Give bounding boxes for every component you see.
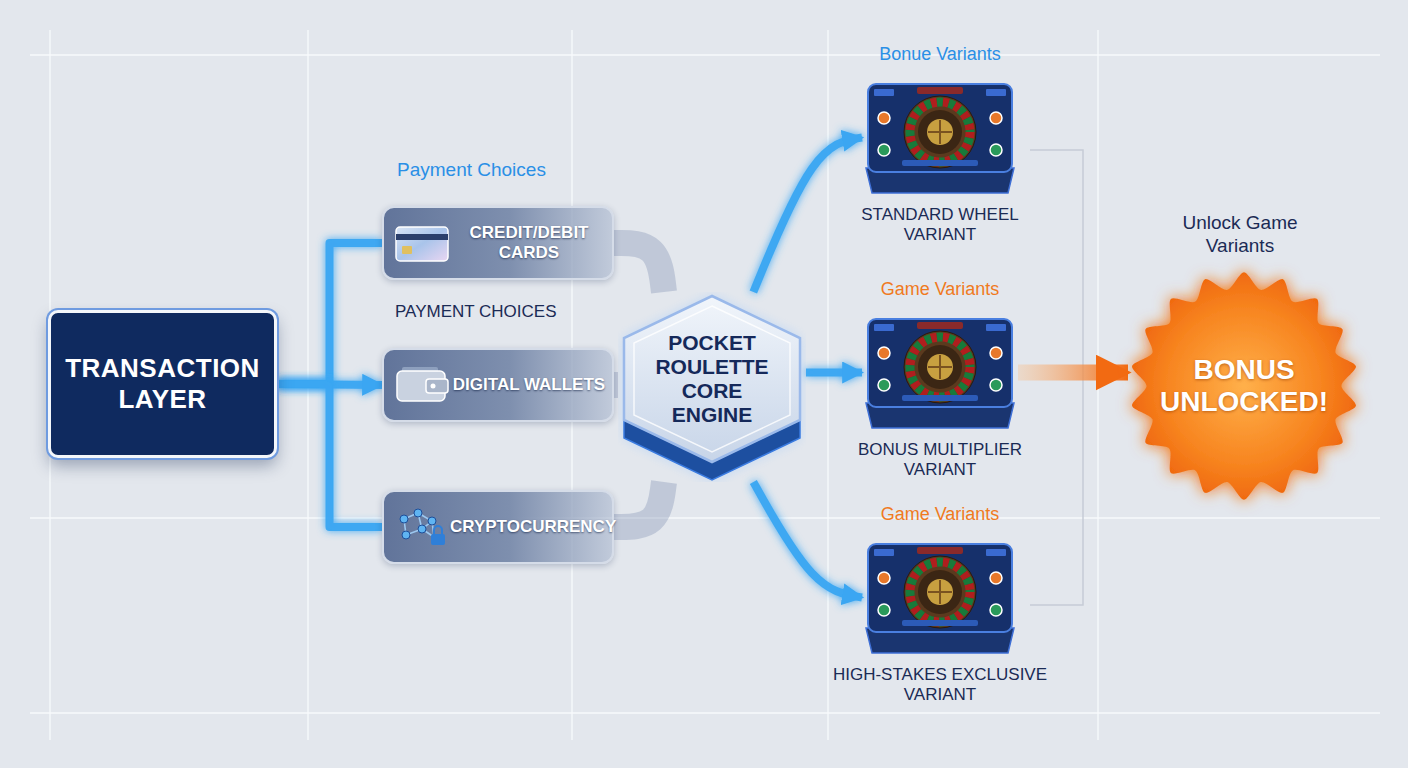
card-illustration	[862, 540, 1018, 655]
payment-icon	[396, 227, 448, 261]
starburst-outline	[1132, 272, 1356, 499]
node-label: CRYPTOCURRENCY	[450, 517, 608, 537]
payment-icon	[394, 223, 450, 263]
flow-arrow	[277, 384, 382, 527]
payment-box: CRYPTOCURRENCY	[382, 490, 614, 564]
card-illustration	[862, 80, 1018, 195]
flow-arrow	[753, 482, 862, 598]
flow-arrow	[277, 243, 382, 384]
flow-arrow	[753, 138, 862, 293]
bonus-starburst: BONUS UNLOCKED!	[1128, 270, 1360, 502]
flow-band	[614, 372, 618, 398]
card-illustration	[866, 84, 1014, 193]
card-illustration	[862, 315, 1018, 430]
engine-hexagon: POCKET ROULETTE CORE ENGINE	[618, 292, 806, 482]
card-illustration	[866, 319, 1014, 428]
payment-icon	[394, 365, 450, 405]
flow-arrow	[806, 369, 862, 377]
variant-heading: Bonue Variants	[820, 44, 1060, 64]
payment-icon	[400, 509, 445, 545]
payment-box: DIGITAL WALLETS	[382, 348, 614, 422]
section-label: Unlock Game Variants	[1160, 212, 1320, 258]
variant-heading: Game Variants	[820, 504, 1060, 524]
flow-band	[614, 482, 664, 527]
section-label: Payment Choices	[397, 159, 546, 182]
node-label: DIGITAL WALLETS	[450, 375, 608, 395]
payment-box: CREDIT/DEBIT CARDS	[382, 206, 614, 280]
hexagon-outline	[624, 296, 800, 480]
variant-heading: Game Variants	[820, 279, 1060, 299]
node-label: HIGH-STAKES EXCLUSIVE VARIANT	[830, 665, 1050, 706]
node-label: STANDARD WHEEL VARIANT	[830, 205, 1050, 246]
node-label: TRANSACTION LAYER	[60, 353, 265, 415]
layer-box: TRANSACTION LAYER	[48, 310, 277, 458]
variant-card: Bonue VariantsSTANDARD WHEEL VARIANT	[862, 80, 1018, 195]
section-label: PAYMENT CHOICES	[395, 302, 557, 322]
variant-card: Game VariantsHIGH-STAKES EXCLUSIVE VARIA…	[862, 540, 1018, 655]
node-label: CREDIT/DEBIT CARDS	[450, 223, 608, 264]
node-label: BONUS UNLOCKED!	[1154, 354, 1334, 418]
payment-icon	[394, 507, 450, 547]
flow-arrow	[1018, 365, 1128, 381]
node-label: POCKET ROULETTE CORE ENGINE	[642, 331, 782, 428]
card-illustration	[866, 544, 1014, 653]
flow-band	[614, 243, 664, 292]
grid-lines	[30, 30, 1380, 740]
variant-card: Game VariantsBONUS MULTIPLIER VARIANT	[862, 315, 1018, 430]
node-label: BONUS MULTIPLIER VARIANT	[830, 440, 1050, 481]
payment-icon	[397, 367, 448, 401]
